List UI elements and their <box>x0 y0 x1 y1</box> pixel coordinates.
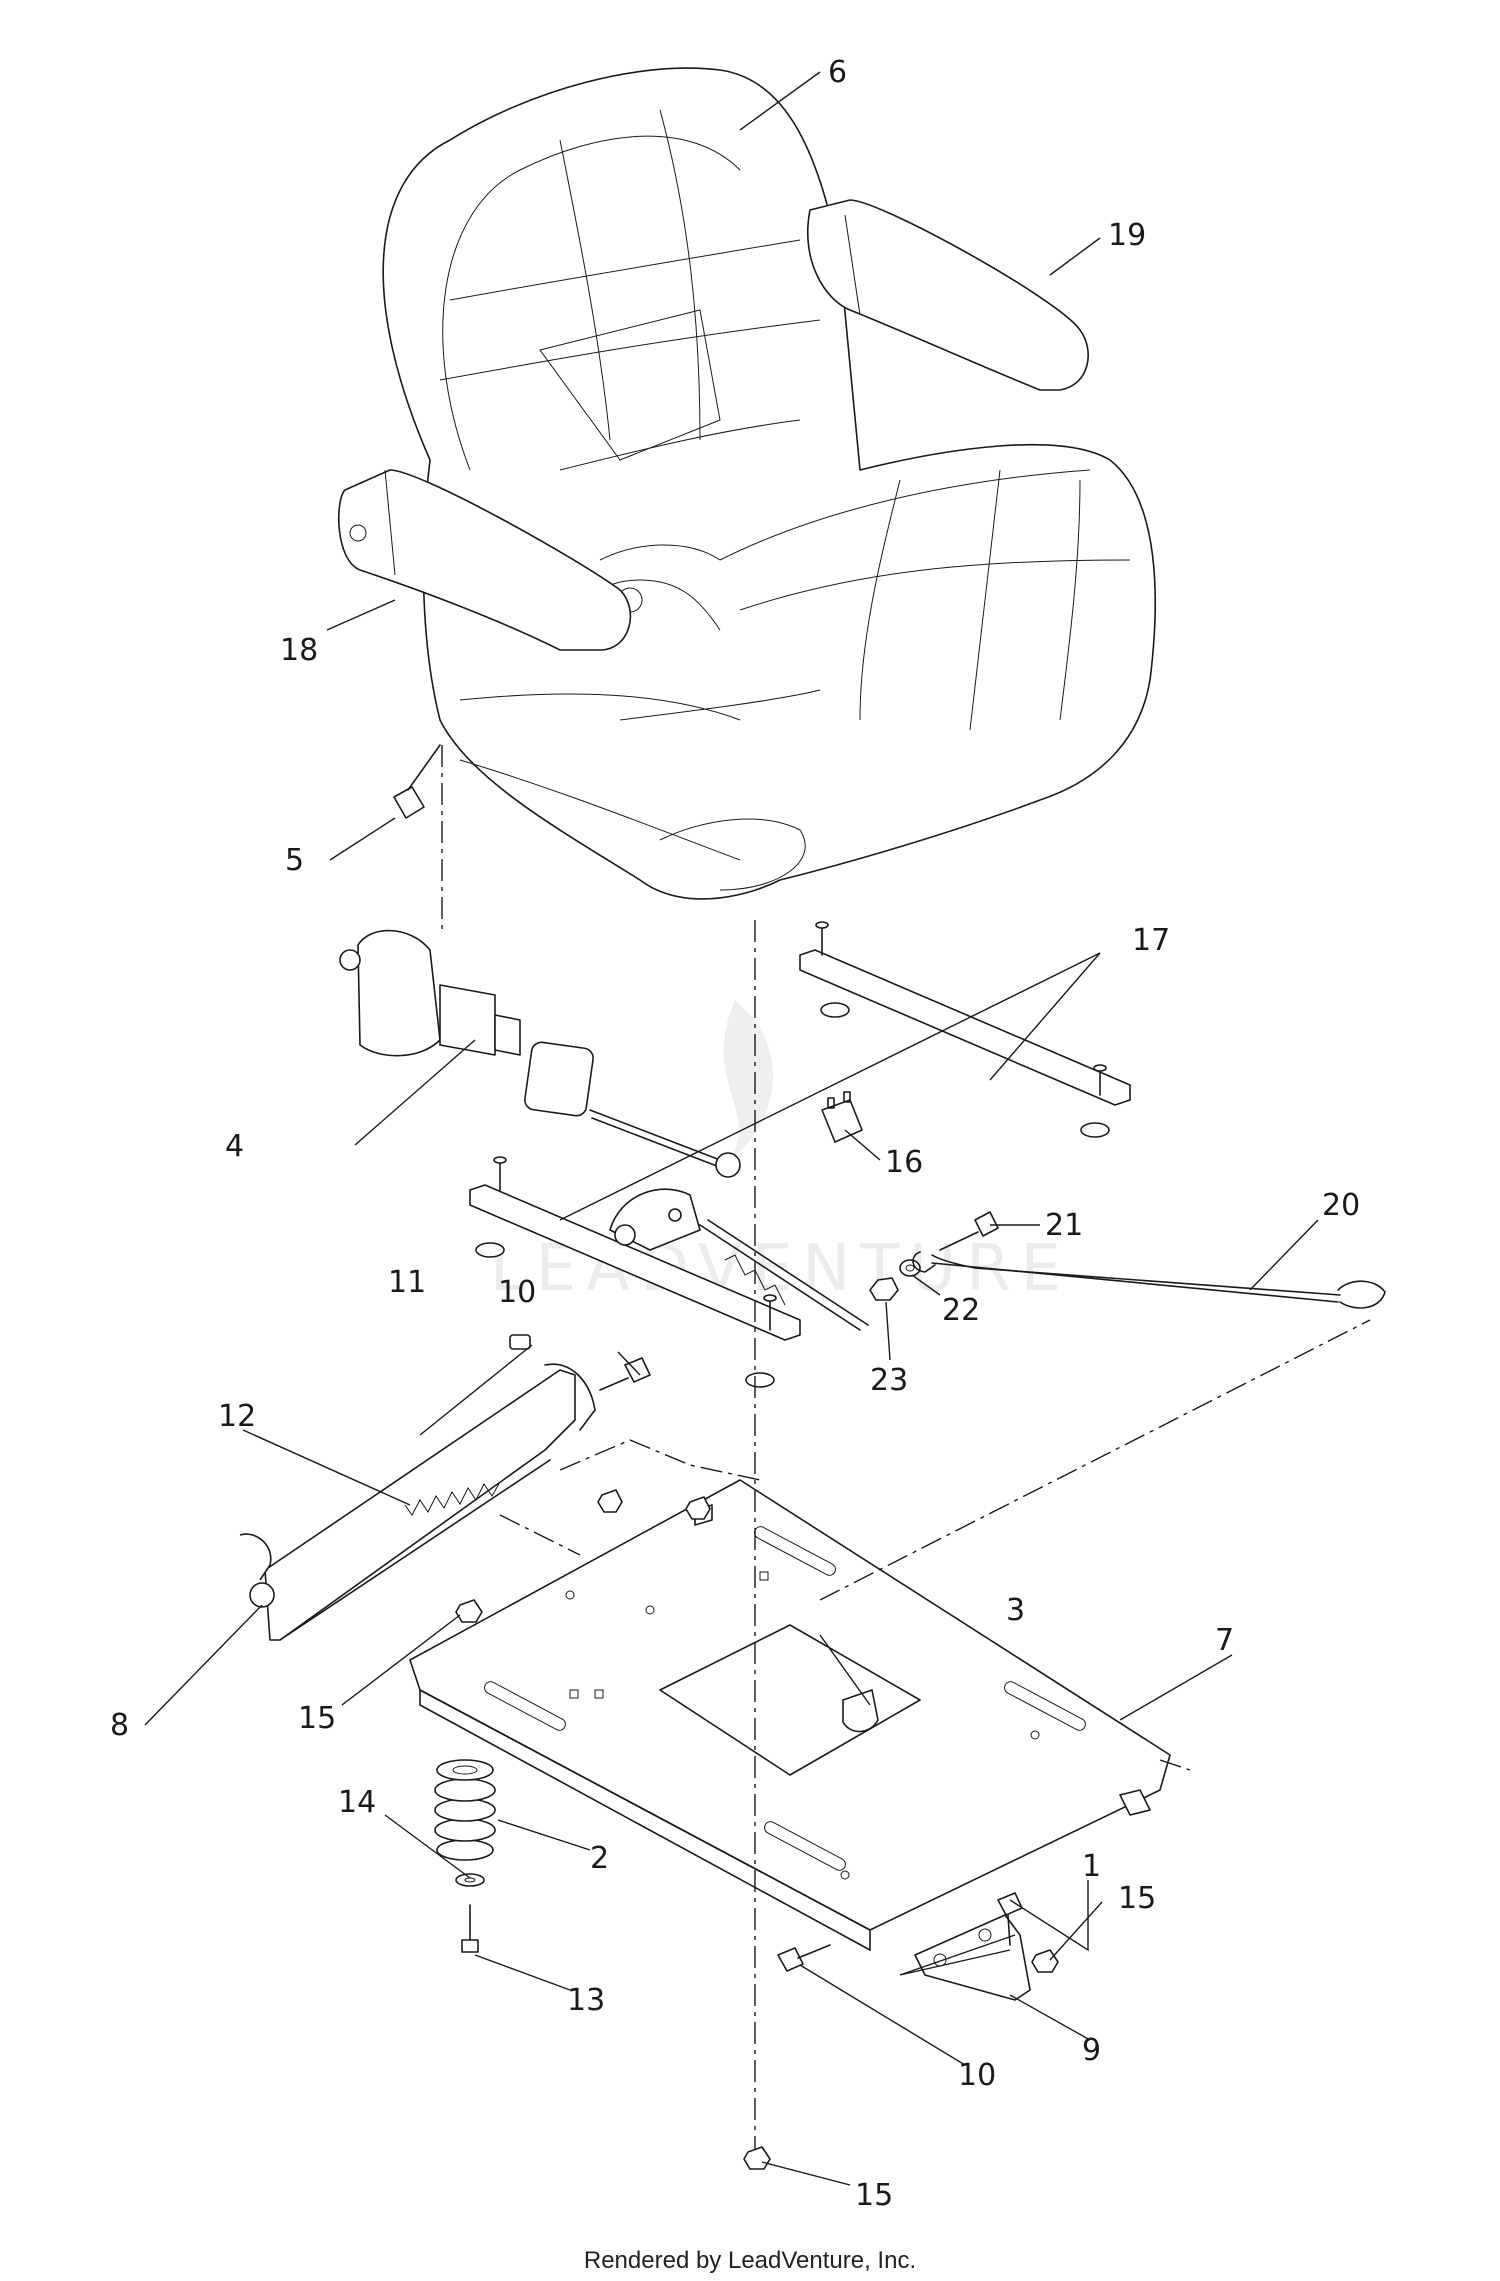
callout-15-right: 15 <box>1118 1881 1156 1916</box>
nuts-plate <box>597 1489 711 1520</box>
bracket-8 <box>239 1363 596 1641</box>
callout-15-bottom: 15 <box>855 2178 893 2213</box>
callout-6: 6 <box>828 55 847 90</box>
slide-rail-left <box>469 1156 869 1388</box>
bracket-9 <box>914 1914 1031 2001</box>
callout-17: 17 <box>1132 923 1170 958</box>
callout-7: 7 <box>1215 1623 1234 1658</box>
callout-5: 5 <box>285 843 304 878</box>
right-armrest <box>806 199 1089 391</box>
switch-bracket-3 <box>842 1689 879 1733</box>
callout-10-lower: 10 <box>958 2058 996 2093</box>
slide-rail-right <box>799 921 1131 1138</box>
callout-1: 1 <box>1082 1849 1101 1884</box>
bolt-10-lower <box>777 1944 831 1972</box>
seat-switch <box>821 1091 863 1143</box>
callout-11: 11 <box>388 1265 426 1300</box>
callout-2: 2 <box>590 1841 609 1876</box>
clip-11 <box>509 1334 531 1350</box>
left-armrest <box>337 469 632 651</box>
footer-credit: Rendered by LeadVenture, Inc. <box>584 2247 916 2274</box>
nut-15-upper <box>455 1599 483 1623</box>
rod-20 <box>912 1251 1386 1309</box>
callout-21: 21 <box>1045 1208 1083 1243</box>
alignment-lines <box>441 745 1371 2150</box>
nut-15-right <box>1031 1949 1059 1973</box>
callout-14: 14 <box>338 1785 376 1820</box>
callout-16: 16 <box>885 1145 923 1180</box>
callout-19: 19 <box>1108 218 1146 253</box>
callout-8: 8 <box>110 1708 129 1743</box>
callout-12: 12 <box>218 1399 256 1434</box>
base-plate <box>409 1479 1171 1951</box>
seat-belt <box>339 929 741 1178</box>
seat <box>382 67 1157 900</box>
bolt-5 <box>393 744 441 819</box>
bolt-21 <box>939 1211 999 1251</box>
callout-10-upper: 10 <box>498 1275 536 1310</box>
spring-12 <box>404 1481 501 1516</box>
bolt-10-upper <box>599 1357 651 1391</box>
callout-23: 23 <box>870 1363 908 1398</box>
callout-20: 20 <box>1322 1188 1360 1223</box>
bolt-13 <box>461 1904 479 1953</box>
callout-4: 4 <box>225 1129 244 1164</box>
callout-22: 22 <box>942 1293 980 1328</box>
spring-2 <box>434 1759 496 1861</box>
callouts: 1 2 3 4 5 6 7 8 9 10 10 11 12 13 14 15 1… <box>110 55 1360 2213</box>
callout-18: 18 <box>280 633 318 668</box>
callout-15-left: 15 <box>298 1701 336 1736</box>
nut-15-bottom <box>743 2146 771 2170</box>
nut-23 <box>869 1277 899 1301</box>
washer-14 <box>455 1873 485 1887</box>
washer-22 <box>899 1259 921 1277</box>
callout-9: 9 <box>1082 2033 1101 2068</box>
callout-3: 3 <box>1006 1593 1025 1628</box>
leader-lines <box>144 71 1319 2186</box>
callout-13: 13 <box>567 1983 605 2018</box>
